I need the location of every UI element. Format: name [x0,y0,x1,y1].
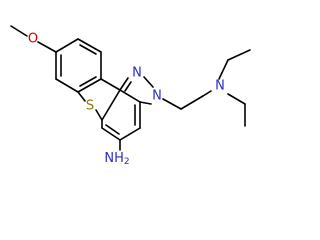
bond-et1-a [218,59,229,80]
bond-ring-b4 [101,127,121,141]
bond-ring-b3 [119,127,141,141]
bond-ring-a1 [55,38,79,53]
bond-ring-s [77,91,86,102]
bond-o-ring [37,41,57,53]
bond-ring-a5 [55,78,79,93]
amino-group-label: NH2 [104,151,129,168]
bond-pz-3 [139,101,152,105]
bonds [10,25,251,151]
bond-et2-a [227,93,246,105]
bond-pz-2 [143,76,154,88]
bond-et1-b [227,49,251,61]
bond-ring-a2-inner [79,44,97,55]
amine-nitrogen-label: N [215,79,225,94]
atom-labels: O S N N N NH2 [28,32,225,168]
bond-ring-b6 [101,89,121,121]
bond-ring-a2 [77,38,102,53]
molecule-diagram: O S N N N NH2 [10,25,251,168]
pyrazole-nitrogen-side-label: N [152,89,162,104]
sulfur-label: S [86,99,94,114]
bond-pz-1-inner [124,81,132,92]
amino-subscript: 2 [124,157,130,167]
bond-chain-2 [180,95,204,110]
bond-ring-b4-inner [105,124,120,135]
structure-canvas: O S N N N NH2 [10,25,251,168]
oxygen-label: O [28,32,38,47]
bond-methyl-o [10,25,28,37]
bond-chain-3 [202,90,212,97]
bond-pz-1 [119,77,129,91]
bond-ring-a4 [77,78,102,93]
bond-ring-a4-inner [79,76,97,87]
bond-ring-b1 [119,89,141,103]
bond-chain-1 [162,98,182,110]
amino-nh: NH [104,151,124,166]
bond-a3-c [100,78,121,91]
bond-s-ring [95,109,103,121]
pyrazole-nitrogen-top-label: N [132,66,142,81]
